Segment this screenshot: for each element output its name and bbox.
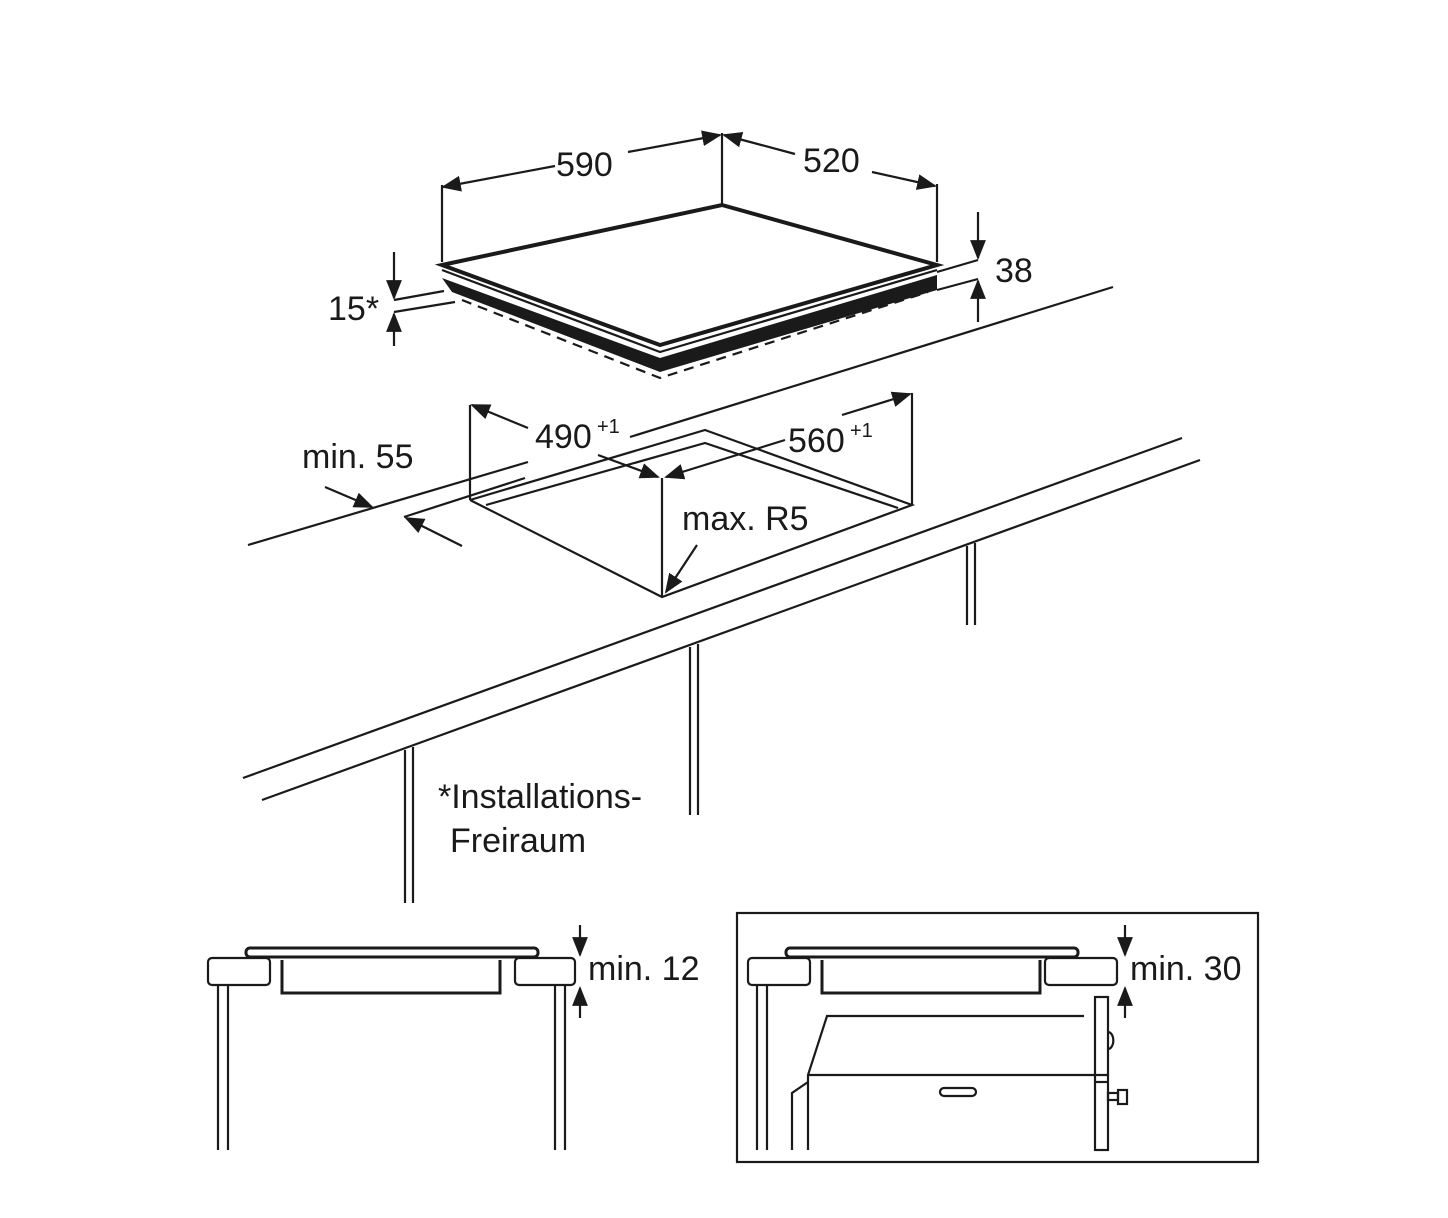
width-label: 590 [556, 146, 613, 184]
cutout-depth-label: 560 [788, 422, 845, 460]
hob-isometric [434, 202, 945, 380]
height-label: 38 [995, 252, 1033, 290]
cutout-width-tolerance: +1 [597, 416, 620, 438]
cutout-width-label: 490 [535, 418, 592, 456]
cutout-dimensions: 490 +1 560 +1 min. 55 max. R5 [302, 391, 912, 594]
note-line2: Freiraum [450, 822, 586, 860]
worktop [242, 285, 1201, 903]
depth-label: 520 [803, 142, 860, 180]
min-worktop-label: min. 12 [588, 950, 700, 988]
cutout-depth-tolerance: +1 [850, 420, 873, 442]
hob-dimensions: 590 520 38 15* [328, 130, 1033, 346]
clearance-label: 15* [328, 290, 379, 328]
min-worktop-oven-label: min. 30 [1130, 950, 1242, 988]
section-without-oven: min. 12 [206, 925, 700, 1150]
edge-distance-label: min. 55 [302, 438, 414, 476]
corner-radius-label: max. R5 [682, 500, 809, 538]
note-line1: *Installations- [438, 778, 642, 816]
section-with-oven: min. 30 [735, 911, 1260, 1164]
